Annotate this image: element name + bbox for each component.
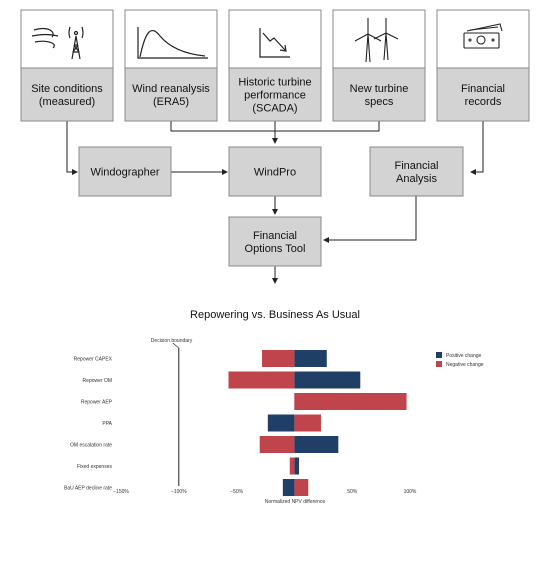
category-label: Repower AEP — [81, 400, 113, 406]
input-box-5-label: records — [465, 96, 502, 108]
tornado-chart: Repowering vs. Business As Usual −150% −1… — [64, 309, 484, 505]
input-box-2-label: Wind reanalysis — [132, 83, 210, 95]
bar-negative-1 — [228, 371, 295, 389]
input-box-1-rect — [20, 67, 114, 122]
process-box-2-label: WindPro — [254, 167, 296, 179]
bar-negative-2 — [294, 393, 407, 410]
category-label: Repower CAPEX — [74, 357, 113, 363]
wind-turbines-icon — [354, 18, 399, 63]
output-box-financial-options-tool-label: Financial — [253, 230, 297, 242]
input-box-4-rect — [332, 67, 426, 122]
bar-positive-1 — [294, 371, 361, 389]
declining-trend-icon — [259, 28, 290, 58]
process-box-3-label: Analysis — [396, 173, 437, 185]
legend-swatch — [436, 352, 442, 358]
output-box-financial-options-tool-label: Options Tool — [245, 243, 306, 255]
money-icon — [463, 23, 503, 49]
legend-label: Positive change — [446, 353, 482, 359]
process-box-1-label: Windographer — [90, 167, 159, 179]
input-box-3-label: (SCADA) — [252, 103, 297, 115]
x-tick-label: 50% — [347, 489, 358, 495]
x-tick-label: 100% — [404, 489, 417, 495]
input-box-5-rect — [436, 67, 530, 122]
bar-negative-6 — [294, 479, 309, 496]
input-box-4-label: specs — [365, 96, 394, 108]
bar-positive-3 — [267, 414, 295, 432]
connectors — [66, 121, 484, 284]
legend-swatch — [436, 361, 442, 367]
input-box-2-rect — [124, 67, 218, 122]
icon-panels — [20, 9, 530, 69]
decision-boundary-pointer — [172, 342, 179, 349]
chart-bars — [228, 350, 407, 496]
category-label: Fixed expenses — [77, 464, 113, 470]
category-label: OM escalation rate — [70, 443, 112, 449]
bar-negative-4 — [259, 436, 295, 453]
process-box-2-rect — [228, 146, 322, 197]
input-box-4-label: New turbine — [350, 83, 409, 95]
input-boxes: Site conditions(measured)Wind reanalysis… — [20, 67, 530, 122]
chart-title: Repowering vs. Business As Usual — [190, 309, 360, 321]
legend-label: Negative change — [446, 362, 484, 368]
bar-positive-6 — [282, 479, 295, 496]
category-label: PPA — [102, 421, 112, 427]
input-box-3-label: performance — [244, 90, 306, 102]
process-box-1: Windographer — [78, 146, 172, 197]
process-box-3-rect — [369, 146, 464, 197]
bar-positive-5 — [294, 457, 300, 475]
input-box-3-rect — [228, 67, 322, 122]
bar-positive-4 — [294, 436, 339, 453]
bar-negative-5 — [289, 457, 295, 475]
output-box-financial-options-tool-rect — [228, 216, 322, 267]
chart-xlabel: Normalized NPV difference — [265, 499, 325, 505]
category-label: Repower OM — [83, 378, 112, 384]
input-box-5-label: Financial — [461, 83, 505, 95]
input-box-2: Wind reanalysis(ERA5) — [124, 67, 218, 122]
x-tick-label: −100% — [171, 489, 187, 495]
input-box-1: Site conditions(measured) — [20, 67, 114, 122]
input-box-1-label: (measured) — [39, 96, 95, 108]
wind-tower-icon — [31, 26, 84, 60]
input-box-1-label: Site conditions — [31, 83, 103, 95]
x-tick-label: −150% — [113, 489, 129, 495]
bar-negative-3 — [294, 414, 321, 432]
process-box-3-label: Financial — [394, 160, 438, 172]
input-box-3-label: Historic turbine — [238, 77, 311, 89]
process-box-1-rect — [78, 146, 172, 197]
category-label: BaU AEP decline rate — [64, 486, 112, 492]
distribution-curve-icon — [137, 27, 208, 59]
chart-category-labels: Repower CAPEX Repower OM Repower AEP PPA OM … — [64, 357, 113, 492]
process-box-2: WindPro — [228, 146, 322, 197]
bar-positive-0 — [294, 350, 327, 367]
bar-negative-0 — [262, 350, 295, 367]
x-tick-label: −50% — [230, 489, 243, 495]
decision-boundary-label: Decision boundary — [151, 338, 193, 344]
input-box-2-label: (ERA5) — [153, 96, 189, 108]
